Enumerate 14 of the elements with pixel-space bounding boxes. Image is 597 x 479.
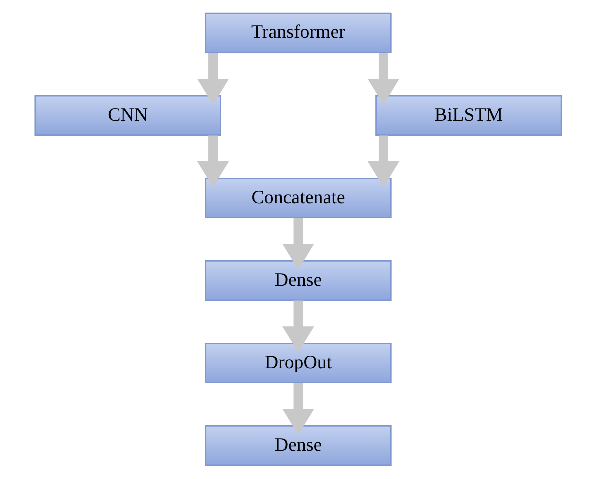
node-box: Dense: [205, 425, 392, 466]
node-box: BiLSTM: [376, 95, 562, 136]
arrow: [282, 218, 314, 270]
node-box: Concatenate: [205, 178, 392, 219]
arrow: [197, 53, 230, 106]
node-box: CNN: [34, 95, 222, 136]
node-box: Dense: [205, 260, 392, 302]
arrow: [282, 383, 314, 436]
arrow: [368, 136, 400, 188]
arrow: [282, 300, 314, 353]
arrow: [197, 136, 230, 188]
node-box: DropOut: [205, 342, 392, 384]
arrow: [368, 53, 400, 106]
node-box: Transformer: [205, 12, 392, 54]
